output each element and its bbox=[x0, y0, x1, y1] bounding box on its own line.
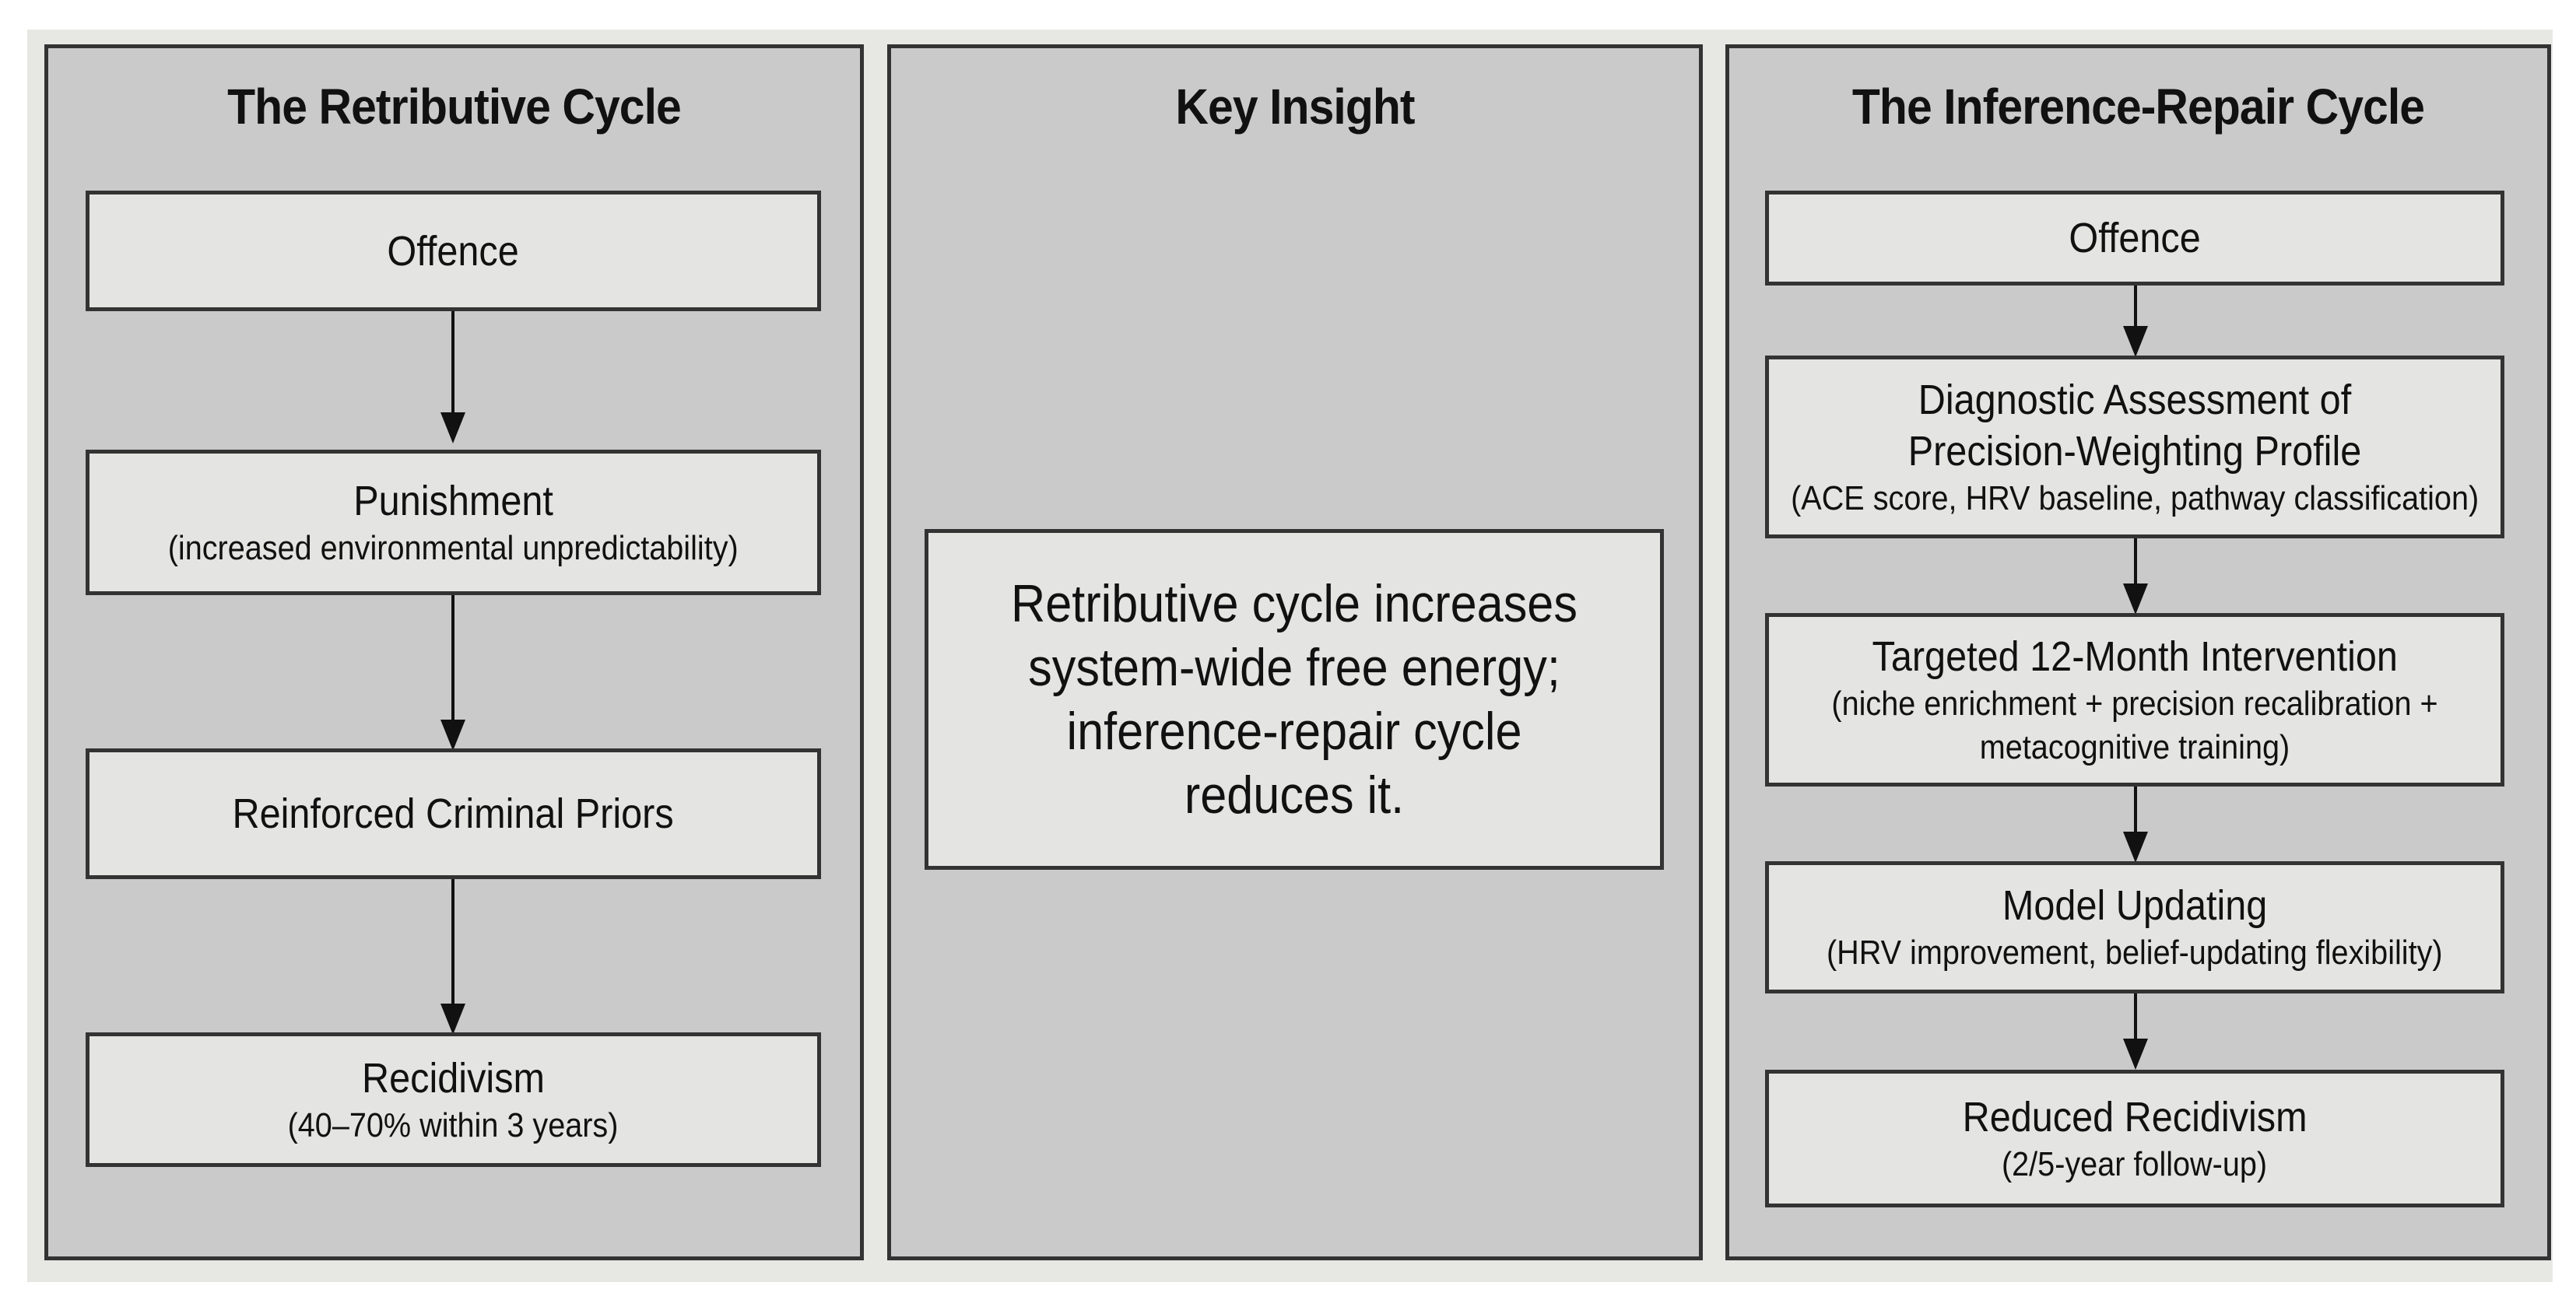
panel-title: The Inference-Repair Cycle bbox=[1851, 79, 2425, 135]
node-detail: (40–70% within 3 years) bbox=[288, 1106, 619, 1144]
node-detail: (increased environmental unpredictabilit… bbox=[168, 528, 739, 567]
node-label: Recidivism bbox=[362, 1054, 545, 1102]
node-detail: (ACE score, HRV baseline, pathway classi… bbox=[1790, 478, 2479, 517]
node-model-updating: Model Updating (HRV improvement, belief-… bbox=[1765, 861, 2504, 993]
node-detail: (niche enrichment + precision recalibrat… bbox=[1831, 684, 2438, 766]
panel-title: Key Insight bbox=[1175, 79, 1415, 135]
node-punishment: Punishment (increased environmental unpr… bbox=[86, 450, 821, 595]
node-label: Punishment bbox=[353, 477, 553, 524]
key-insight-box: Retributive cycle increases system-wide … bbox=[925, 529, 1664, 870]
node-label: Offence bbox=[2069, 215, 2201, 261]
node-offence: Offence bbox=[1765, 191, 2504, 286]
node-diagnostic-assessment: Diagnostic Assessment of Precision-Weigh… bbox=[1765, 356, 2504, 538]
node-detail: (2/5-year follow-up) bbox=[2002, 1144, 2268, 1183]
node-label: Diagnostic Assessment of Precision-Weigh… bbox=[1907, 376, 2362, 475]
node-label: Targeted 12-Month Intervention bbox=[1872, 632, 2398, 680]
node-reinforced-criminal-priors: Reinforced Criminal Priors bbox=[86, 748, 821, 879]
node-detail: (HRV improvement, belief-updating flexib… bbox=[1827, 934, 2443, 972]
node-label: Offence bbox=[387, 227, 520, 275]
node-targeted-intervention: Targeted 12-Month Intervention (niche en… bbox=[1765, 613, 2504, 787]
node-reduced-recidivism: Reduced Recidivism (2/5-year follow-up) bbox=[1765, 1070, 2504, 1207]
key-insight-text: Retributive cycle increases system-wide … bbox=[1011, 574, 1578, 825]
node-label: Reinforced Criminal Priors bbox=[232, 790, 675, 837]
node-label: Reduced Recidivism bbox=[1962, 1093, 2308, 1141]
node-recidivism: Recidivism (40–70% within 3 years) bbox=[86, 1032, 821, 1167]
panel-title: The Retributive Cycle bbox=[227, 79, 682, 135]
node-offence: Offence bbox=[86, 191, 821, 311]
node-label: Model Updating bbox=[2002, 882, 2268, 929]
